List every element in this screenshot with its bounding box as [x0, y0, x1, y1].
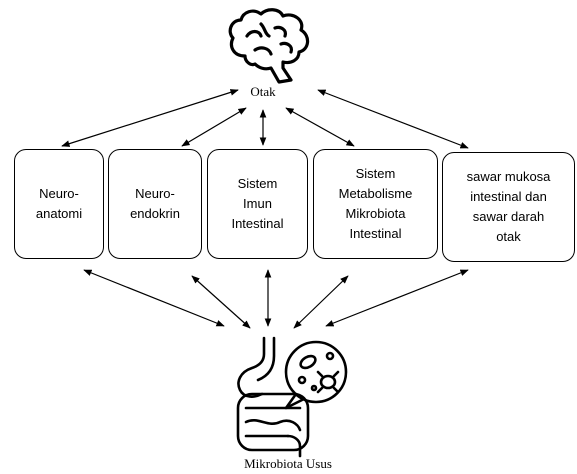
- mikrobiota-usus-label: Mikrobiota Usus: [244, 456, 332, 471]
- box-neuroendokrin-line-2: endokrin: [130, 206, 180, 221]
- box-neuroanatomi-line-2: anatomi: [35, 206, 83, 221]
- box-sistem-metabolisme-line-4: Intestinal: [349, 226, 402, 241]
- box-sistem-imun-line-1: Sistem: [237, 176, 278, 191]
- otak-label: Otak: [250, 84, 276, 99]
- box-sistem-metabolisme-line-1: Sistem: [355, 166, 396, 181]
- box-sistem-imun-line-3: Intestinal: [231, 216, 284, 231]
- box-neuroendokrin: Neuro- endokrin: [108, 149, 202, 259]
- box-sistem-metabolisme-line-3: Mikrobiota: [345, 206, 406, 221]
- box-sistem-metabolisme: Sistem Metabolisme Mikrobiota Intestinal: [313, 149, 438, 259]
- box-neuroanatomi: Neuro- anatomi: [14, 149, 104, 259]
- box-sawar-line-2: intestinal dan: [470, 189, 547, 204]
- arrow-otak-neuroendokrin: [181, 107, 247, 147]
- intestine-microbiota-icon: [236, 336, 348, 458]
- box-neuroanatomi-line-1: Neuro-: [39, 186, 79, 201]
- box-sistem-imun: Sistem Imun Intestinal: [207, 149, 308, 259]
- arrow-neuroendokrin-usus: [191, 275, 251, 329]
- box-sistem-imun-line-2: Imun: [243, 196, 272, 211]
- arrow-neuroanatomi-usus: [83, 269, 225, 327]
- box-sawar: sawar mukosa intestinal dan sawar darah …: [442, 152, 575, 262]
- arrow-otak-neuroanatomi: [61, 89, 239, 147]
- arrow-otak-sawar: [317, 89, 469, 149]
- brain-icon: [228, 8, 310, 84]
- box-sawar-line-3: sawar darah: [472, 209, 545, 224]
- arrow-otak-sistem-metabolisme: [285, 107, 355, 147]
- box-sawar-line-1: sawar mukosa: [466, 169, 551, 184]
- box-sawar-line-4: otak: [496, 229, 521, 244]
- box-neuroendokrin-line-1: Neuro-: [135, 186, 175, 201]
- arrow-sawar-usus: [325, 269, 469, 327]
- box-sistem-metabolisme-line-2: Metabolisme: [338, 186, 413, 201]
